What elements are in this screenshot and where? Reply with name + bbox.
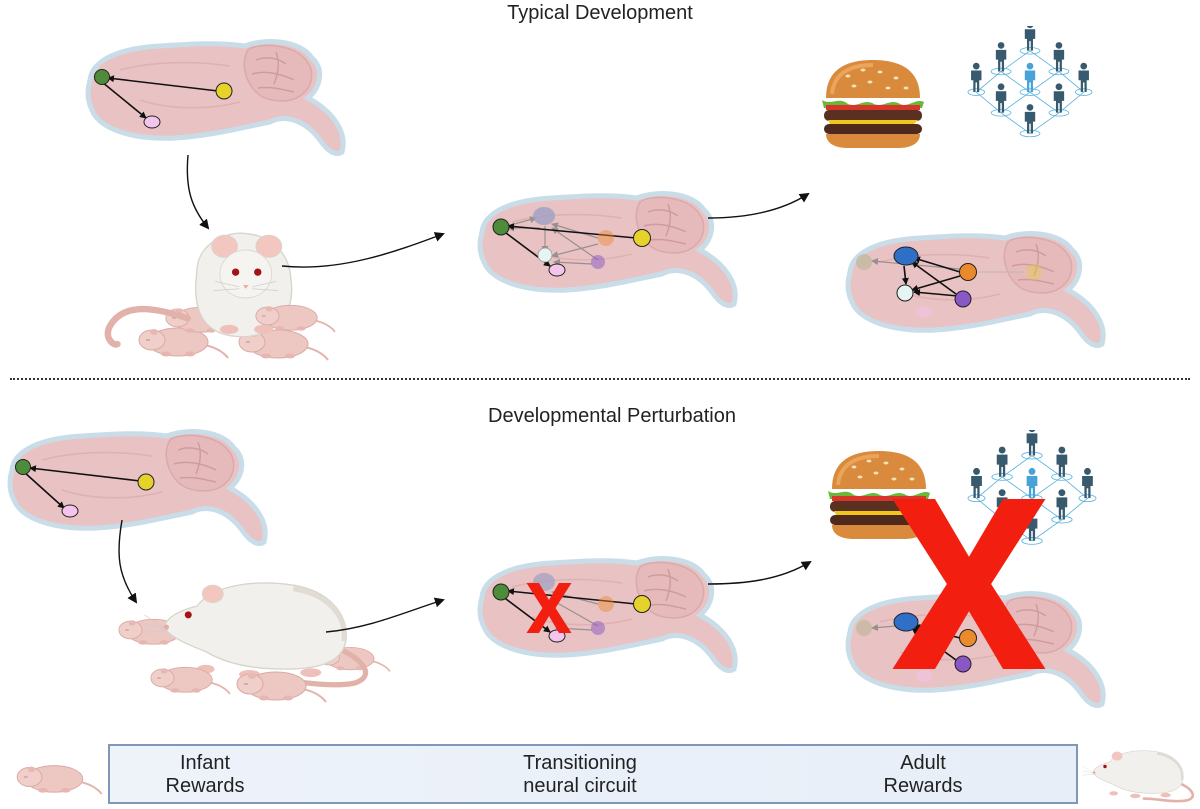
brain-icon	[10, 432, 265, 544]
timeline-infant-rewards: Infant Rewards	[150, 752, 260, 798]
arrow-icon	[186, 154, 210, 230]
perturbation-title: Developmental Perturbation	[488, 405, 736, 427]
timeline-transitioning-circuit: Transitioning neural circuit	[490, 752, 670, 798]
burger-icon	[820, 58, 926, 148]
brain-icon	[480, 559, 735, 671]
timeline-label-line: Adult	[900, 752, 946, 774]
timeline-label-line: Transitioning	[523, 752, 637, 774]
timeline-label-line: Rewards	[883, 775, 963, 797]
typical-development-title: Typical Development	[507, 2, 693, 24]
timeline-label-line: Infant	[179, 752, 231, 774]
timeline-bar	[108, 744, 1078, 804]
section-divider	[10, 378, 1190, 380]
rat-icon	[117, 583, 391, 703]
brain-icon	[848, 234, 1103, 346]
timeline-adult-rewards: Adult Rewards	[868, 752, 978, 798]
social-network-icon	[968, 21, 1092, 136]
rat-icon	[108, 233, 336, 361]
arrow-icon	[118, 519, 138, 604]
brain-icon	[480, 194, 735, 306]
arrow-icon	[707, 192, 810, 219]
arrow-icon	[707, 560, 812, 585]
rat-pup-icon	[16, 764, 103, 796]
brain-icon	[88, 42, 343, 154]
arrow-icon	[281, 232, 445, 268]
arrow-icon	[325, 597, 445, 633]
timeline-label-line: Rewards	[165, 775, 245, 797]
brain-icon	[848, 594, 1103, 706]
timeline-label-line: neural circuit	[523, 775, 637, 797]
rat-icon	[1081, 749, 1195, 803]
